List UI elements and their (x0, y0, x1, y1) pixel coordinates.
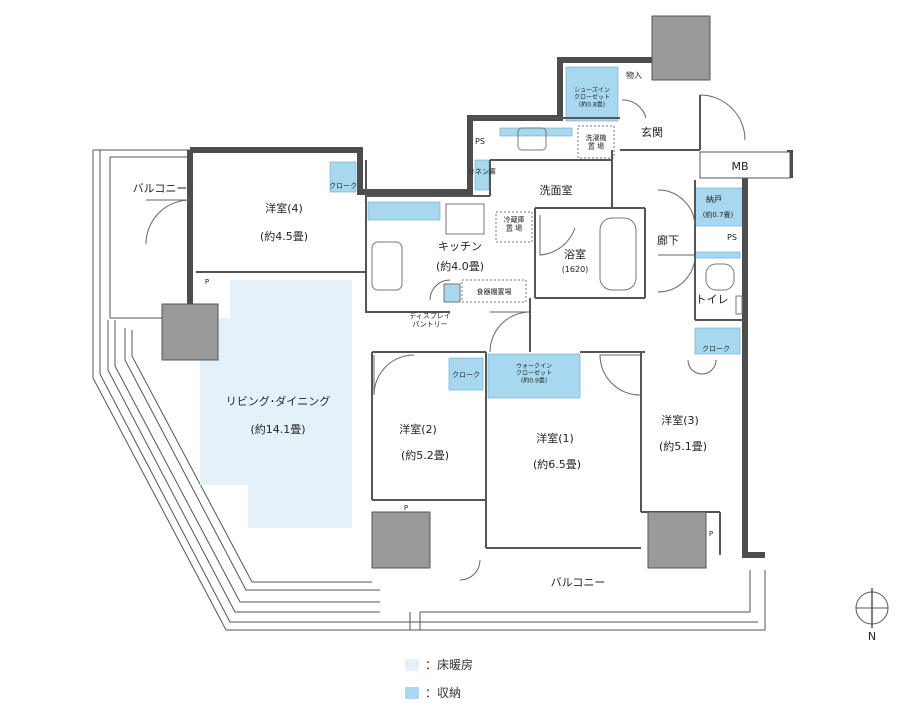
cloak3-label: クローク (702, 345, 730, 353)
cloak2-label: クローク (452, 371, 480, 379)
kitchen-size: (約4.0畳) (436, 259, 484, 273)
p-label-3: P (709, 530, 713, 538)
washroom-label: 洗面室 (540, 183, 573, 197)
p-label-1: P (205, 278, 209, 286)
linen-label: リネン庫 (468, 167, 496, 176)
balcony-rails (92, 149, 766, 631)
legend-storage-text: ：収納 (425, 686, 462, 700)
washer-label: 洗濯機置 場 (586, 133, 607, 150)
balcony-west-label: バルコニー (133, 182, 188, 195)
interior-walls (196, 95, 745, 555)
cloak4-label: クローク (329, 182, 357, 190)
ps-top-label: PS (475, 137, 485, 146)
storage-areas (329, 66, 746, 399)
entrance-label: 玄関 (641, 125, 663, 139)
toilet-label: トイレ (696, 293, 729, 306)
fridge-label: 冷蔵庫置 場 (504, 215, 525, 232)
legend-floor-heating: ：床暖房 (405, 656, 473, 673)
room3-size: (約5.1畳) (659, 439, 707, 453)
floor-heating-living (200, 280, 352, 528)
ps-right-label: PS (727, 233, 737, 242)
room2-size: (約5.2畳) (401, 448, 449, 462)
storage-swatch (405, 686, 419, 699)
room1-label: 洋室(1) (536, 431, 574, 445)
dish-label: 食器棚置場 (477, 287, 512, 296)
north-compass: N (855, 588, 889, 643)
room4-label: 洋室(4) (265, 201, 303, 215)
fixtures (371, 125, 743, 315)
door-swings (145, 94, 746, 581)
room2-label: 洋室(2) (399, 422, 437, 436)
shoes-in-label: シューズインクローゼット(約0.8畳) (574, 86, 610, 108)
structural-columns (161, 15, 791, 569)
room4-size: (約4.5畳) (260, 229, 308, 243)
storage-in-label: 物入 (626, 70, 642, 80)
closet-nato-size: (約0.7畳) (703, 210, 734, 219)
bath-size: (1620) (562, 265, 589, 274)
legend-floor-heating-text: ：床暖房 (425, 658, 474, 672)
p-label-2: P (404, 504, 408, 512)
room3-label: 洋室(3) (661, 413, 699, 427)
floor-heating-swatch (405, 658, 419, 671)
living-label: リビング･ダイニング (226, 394, 331, 408)
legend-storage: ：収納 (405, 684, 461, 701)
kitchen-label: キッチン (438, 240, 482, 253)
display-pantry-label: ディスプレイパントリー (409, 311, 451, 328)
closet-nato-label: 納戸 (706, 194, 722, 204)
compass-label: N (868, 630, 876, 643)
balcony-south-label: バルコニー (551, 576, 606, 589)
mb-label: MB (731, 160, 748, 173)
room1-size: (約6.5畳) (533, 457, 581, 471)
bath-label: 浴室 (564, 247, 586, 261)
living-size: (約14.1畳) (250, 422, 305, 436)
corridor-label: 廊下 (657, 233, 679, 247)
wic-label: ウォークインクローゼット(約0.9畳) (516, 362, 552, 384)
